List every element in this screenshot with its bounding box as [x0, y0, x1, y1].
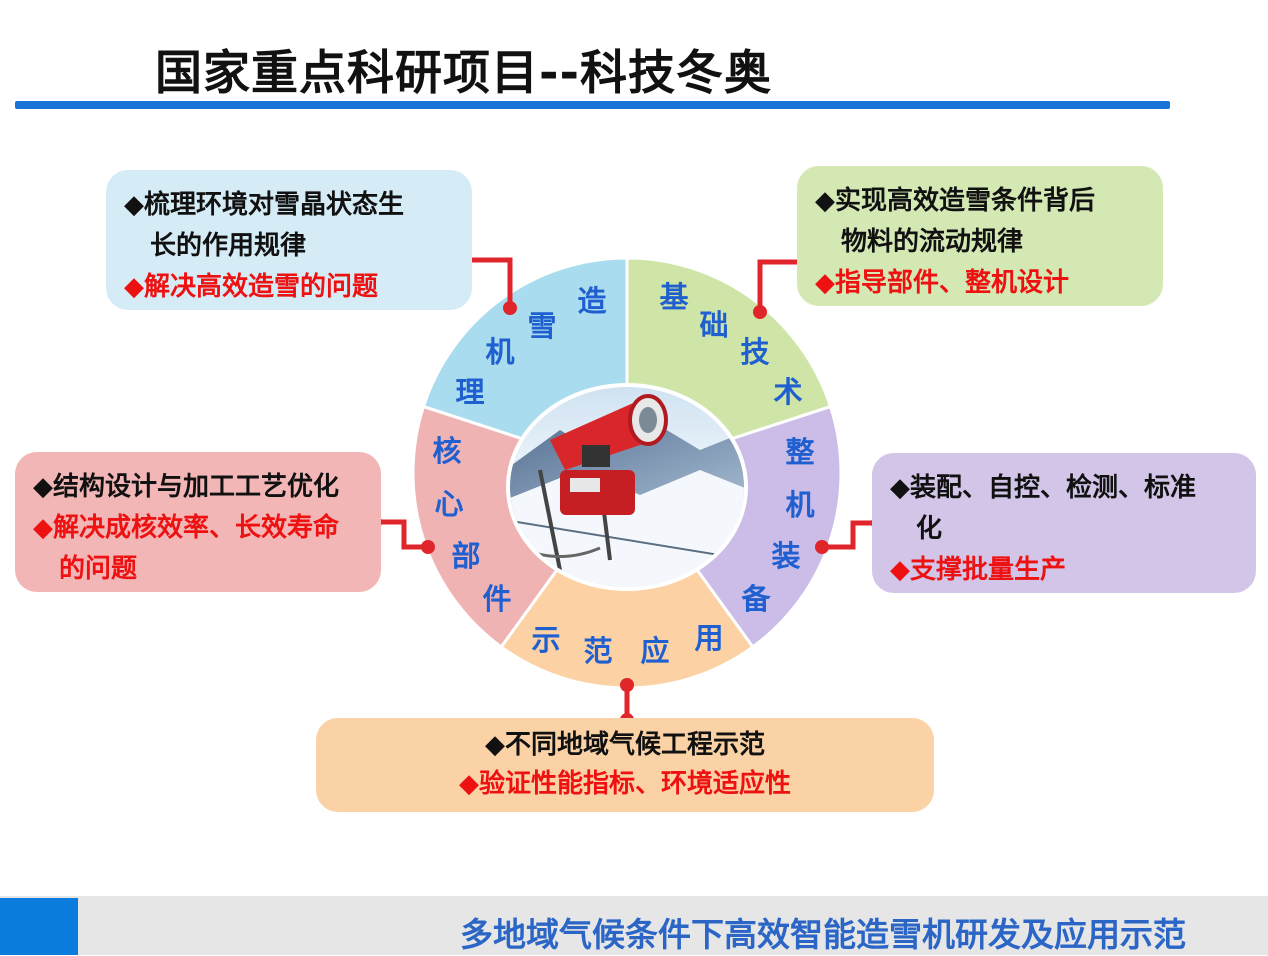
box-highlight-text: 指导部件、整机设计 — [835, 268, 1070, 298]
wheel-segment-char: 备 — [740, 582, 771, 616]
wheel-segment-char: 术 — [773, 375, 802, 409]
bullet-icon: ◆ — [815, 186, 835, 216]
bullet-icon: ◆ — [33, 513, 53, 543]
wheel-segment-char: 雪 — [527, 309, 556, 343]
footer-bar — [0, 896, 1268, 955]
info-box-demo-app: ◆不同地域气候工程示范 ◆验证性能指标、环境适应性 — [316, 718, 934, 812]
snow-cannon-photo-icon — [510, 387, 744, 587]
info-box-whole-machine: ◆装配、自控、检测、标准 化 ◆支撑批量生产 — [872, 453, 1256, 593]
wheel-segment-char: 范 — [583, 634, 612, 668]
box-text: 化 — [916, 514, 943, 544]
bullet-icon: ◆ — [890, 473, 910, 503]
wheel-segment-char: 础 — [699, 308, 728, 342]
wheel-segment-char: 应 — [640, 634, 669, 668]
footer-accent-block — [0, 898, 78, 955]
box-highlight-text: 解决高效造雪的问题 — [144, 272, 379, 302]
bullet-icon: ◆ — [33, 472, 53, 502]
bullet-icon: ◆ — [890, 555, 910, 585]
wheel-segment-char: 整 — [785, 435, 814, 469]
wheel-segment-char: 基 — [659, 280, 689, 314]
box-text: 不同地域气候工程示范 — [504, 730, 765, 760]
wheel-segment-char: 机 — [785, 488, 814, 522]
wheel-segment-char: 核 — [432, 434, 461, 468]
bullet-icon: ◆ — [815, 268, 835, 298]
bullet-icon: ◆ — [124, 190, 144, 220]
wheel-segment-char: 示 — [531, 623, 560, 657]
box-text: 梳理环境对雪晶状态生 — [144, 190, 405, 220]
wheel-segment-char: 机 — [485, 335, 514, 369]
wheel-segment-char: 部 — [451, 539, 480, 573]
box-text: 物料的流动规律 — [841, 227, 1024, 257]
box-text: 结构设计与加工工艺优化 — [53, 472, 340, 502]
wheel-segment-char: 件 — [482, 582, 511, 616]
box-highlight-text: 的问题 — [59, 554, 138, 584]
page-title: 国家重点科研项目--科技冬奥 — [155, 46, 773, 101]
wheel-segment-char: 心 — [434, 487, 463, 521]
wheel-segment-char: 造 — [577, 284, 606, 318]
wheel-segment-char: 技 — [740, 335, 769, 369]
bullet-icon: ◆ — [484, 730, 505, 760]
bullet-icon: ◆ — [124, 272, 144, 302]
box-text: 实现高效造雪条件背后 — [835, 186, 1096, 216]
box-text: 装配、自控、检测、标准 — [910, 473, 1197, 503]
box-highlight-text: 解决成核效率、长效寿命 — [53, 513, 340, 543]
bullet-icon: ◆ — [458, 769, 479, 799]
box-text: 长的作用规律 — [150, 231, 307, 261]
box-highlight-text: 验证性能指标、环境适应性 — [478, 769, 791, 799]
wheel-segment-char: 用 — [694, 621, 723, 655]
info-box-machine-theory: ◆梳理环境对雪晶状态生 长的作用规律 ◆解决高效造雪的问题 — [106, 170, 472, 310]
footer-title: 多地域气候条件下高效智能造雪机研发及应用示范 — [460, 915, 1186, 954]
wheel-segment-char: 装 — [771, 539, 800, 573]
title-underline — [15, 101, 1170, 109]
info-box-core-parts: ◆结构设计与加工工艺优化 ◆解决成核效率、长效寿命 的问题 — [15, 452, 381, 592]
box-highlight-text: 支撑批量生产 — [910, 555, 1067, 585]
wheel-segment-char: 理 — [455, 375, 484, 409]
info-box-basic-tech: ◆实现高效造雪条件背后 物料的流动规律 ◆指导部件、整机设计 — [797, 166, 1163, 306]
